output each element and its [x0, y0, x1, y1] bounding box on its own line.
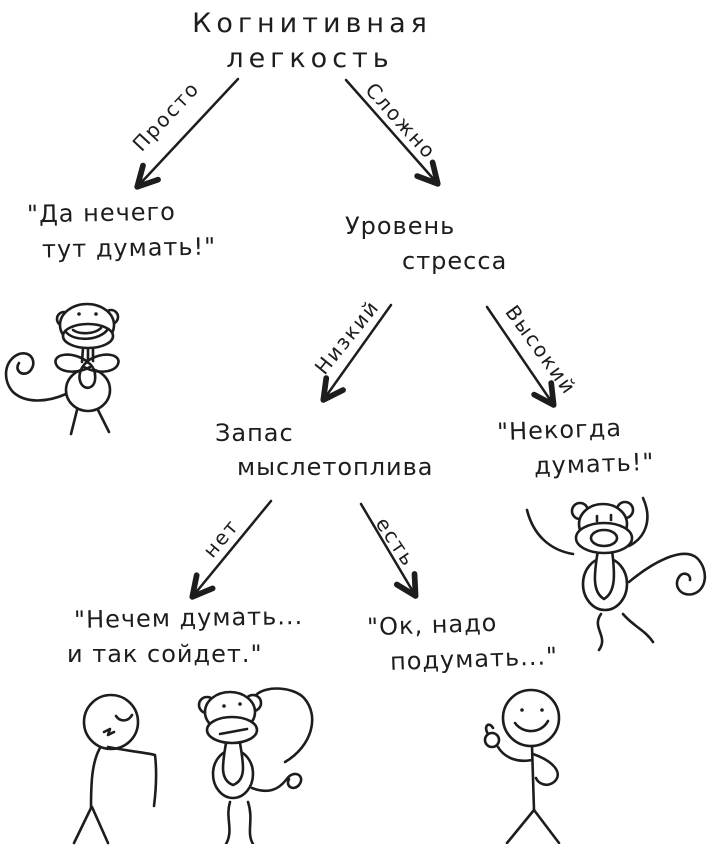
person-head	[501, 688, 561, 748]
monkey-arm-left	[54, 353, 92, 373]
arrow-complex	[344, 78, 441, 187]
monkey-bib	[78, 360, 97, 390]
diagram-title-line1: Когнитивная	[192, 8, 432, 39]
person-leg-right	[532, 808, 561, 844]
person-leg-left	[505, 808, 536, 844]
node-easy-line1: "Да нечего	[26, 197, 177, 229]
person-thumb-arm	[496, 745, 534, 763]
monkey-muzzle	[205, 715, 259, 745]
arrow-yes	[359, 502, 419, 599]
diagram-title-line2: легкость	[226, 43, 394, 74]
person-thumb	[484, 723, 495, 736]
confused-monkey-figure	[197, 687, 314, 844]
monkey-bib	[593, 548, 616, 601]
monkey-leg-right	[246, 800, 255, 844]
arrow-low	[320, 303, 393, 403]
person-closed-eye	[114, 713, 134, 722]
monkey-eye-left	[77, 312, 81, 316]
person-eye-left	[520, 708, 524, 712]
monkey-leg-right	[621, 612, 655, 644]
person-shoulder-arm	[106, 745, 158, 808]
node-fuel-line1: Запас	[215, 419, 294, 447]
person-smile	[513, 719, 550, 733]
node-stress-line1: Уровень	[345, 212, 456, 240]
monkey-arm-right	[82, 353, 120, 373]
monkey-raised-arm	[254, 687, 314, 764]
happy-person-figure	[483, 688, 561, 844]
monkey-tail	[627, 552, 707, 596]
node-no-fuel-line1: "Нечем думать...	[73, 602, 304, 634]
person-leg-right	[90, 805, 110, 845]
arrow-high	[485, 305, 557, 408]
monkey-lip	[71, 326, 103, 335]
node-no-fuel-line2: и так сойдет."	[67, 640, 263, 668]
person-leg-left	[72, 806, 93, 845]
monkey-mouth	[218, 727, 249, 736]
arrow-simple	[134, 77, 240, 190]
person-mouth	[102, 727, 116, 737]
monkey-eye-left	[222, 704, 226, 708]
monkey-arm-right	[627, 496, 649, 548]
person-fist	[483, 731, 501, 749]
monkey-smile	[64, 327, 110, 341]
arrow-no	[189, 499, 273, 600]
person-head	[82, 693, 140, 751]
person-body	[89, 746, 102, 810]
person-body	[530, 744, 536, 812]
node-ok-line1: "Ок, надо	[366, 608, 498, 642]
panicked-monkey-figure	[525, 496, 707, 652]
tired-person-figure	[72, 693, 158, 845]
monkey-eye-right	[94, 312, 98, 316]
monkey-bib	[221, 741, 245, 787]
node-no-time-line1: "Некогда	[496, 413, 623, 447]
monkey-eye-right	[238, 702, 242, 706]
person-eye-right	[540, 708, 544, 712]
monkey-open-mouth	[589, 528, 619, 548]
monkey-legs	[69, 408, 111, 436]
monkey-leg-left	[224, 800, 232, 844]
monkey-arm-left	[525, 508, 575, 556]
person-bent-arm	[531, 752, 560, 786]
node-easy-line2: тут думать!"	[41, 232, 217, 264]
monkey-tail	[250, 772, 303, 793]
monkey-tail	[4, 352, 68, 402]
calm-monkey-figure	[4, 302, 120, 436]
monkey-leg-left	[596, 612, 604, 652]
node-fuel-line2: мыслетоплива	[237, 453, 434, 481]
node-stress-line2: стресса	[402, 247, 508, 275]
node-no-time-line2: думать!"	[533, 447, 655, 481]
